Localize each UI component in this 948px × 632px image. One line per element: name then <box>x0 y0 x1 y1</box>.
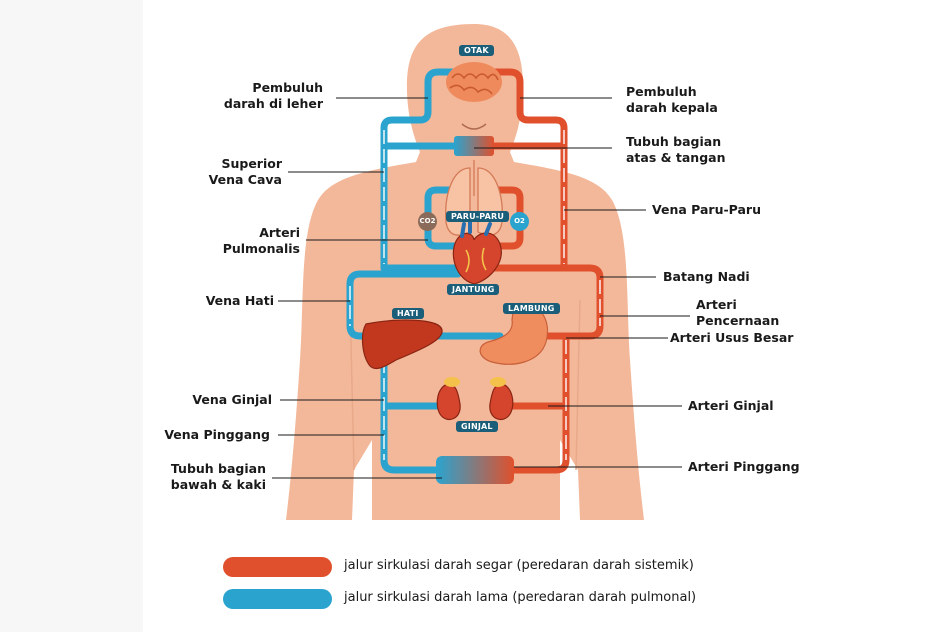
lower-body-capillaries <box>436 456 514 484</box>
legend-text-deoxygenated: jalur sirkulasi darah lama (peredaran da… <box>344 590 697 605</box>
tag-lambung: LAMBUNG <box>503 303 560 314</box>
o2-marker: O2 <box>510 212 529 231</box>
leader-lines <box>272 97 690 479</box>
legend-swatch-oxygenated <box>223 557 332 577</box>
label-vena-hati: Vena Hati <box>205 293 274 308</box>
upper-body-capillaries <box>454 136 494 156</box>
vessel-head-artery <box>482 68 568 272</box>
tag-jantung: JANTUNG <box>447 284 500 295</box>
label-superior-vena-cava: Superior Vena Cava <box>208 156 282 187</box>
stomach-organ <box>479 302 548 365</box>
chin-curve <box>461 123 487 130</box>
legend-text-oxygenated: jalur sirkulasi darah segar (peredaran d… <box>344 558 694 573</box>
label-vena-ginjal: Vena Ginjal <box>192 392 272 407</box>
label-arteri-pulmonalis: Arteri Pulmonalis <box>222 225 300 256</box>
right-armpit-line <box>575 299 581 471</box>
heart-organ <box>452 220 502 285</box>
label-tubuh-bawah: Tubuh bagian bawah & kaki <box>170 461 266 492</box>
legend-swatch-deoxygenated <box>223 589 332 609</box>
label-tubuh-atas: Tubuh bagian atas & tangan <box>626 134 726 165</box>
co2-marker: CO2 <box>418 212 437 231</box>
label-vena-paru: Vena Paru-Paru <box>652 202 761 217</box>
tag-ginjal: GINJAL <box>456 421 498 432</box>
kidneys-organ <box>436 377 514 421</box>
label-pembuluh-leher: Pembuluh darah di leher <box>223 80 323 111</box>
vessel-lower-vena-cava <box>380 332 442 474</box>
blue-vessels <box>346 68 504 474</box>
label-arteri-pinggang: Arteri Pinggang <box>688 459 800 474</box>
tag-paru-paru: PARU-PARU <box>446 211 510 222</box>
vessel-neck-vein <box>380 68 466 272</box>
liver-organ <box>361 319 443 370</box>
tag-otak: OTAK <box>459 45 494 56</box>
label-vena-pinggang: Vena Pinggang <box>164 427 270 442</box>
label-arteri-usus-besar: Arteri Usus Besar <box>670 330 794 345</box>
left-margin-strip <box>0 0 143 632</box>
tag-hati: HATI <box>392 308 424 319</box>
label-pembuluh-kepala: Pembuluh darah kepala <box>626 84 718 115</box>
label-batang-nadi: Batang Nadi <box>663 269 750 284</box>
brain-organ <box>446 62 502 102</box>
label-arteri-ginjal: Arteri Ginjal <box>688 398 774 413</box>
label-arteri-pencernaan: Arteri Pencernaan <box>696 297 780 328</box>
